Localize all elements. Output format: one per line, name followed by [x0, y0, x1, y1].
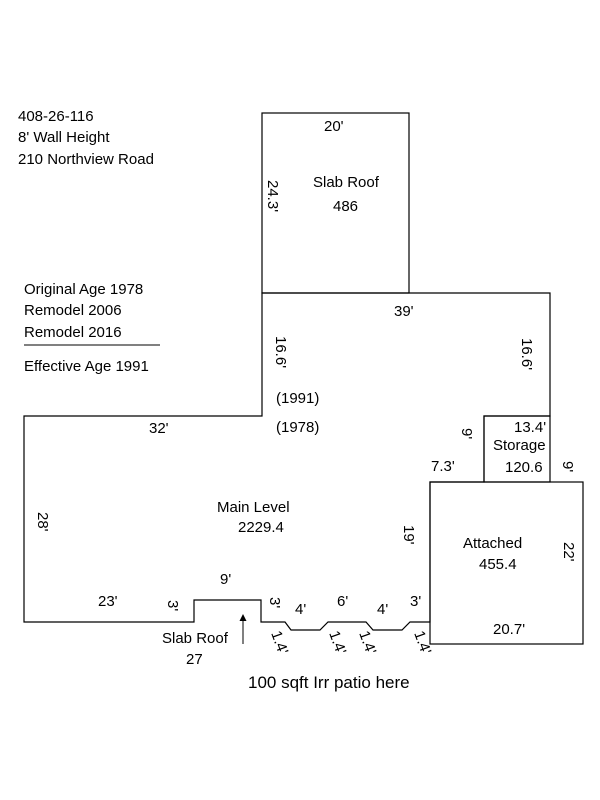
main-left-depth: 28' [34, 512, 51, 532]
slab-roof-width: 20' [324, 118, 344, 135]
notch-diagonal-4: 1.4' [410, 629, 434, 657]
main-right-depth: 19' [400, 525, 417, 545]
patio-note: 100 sqft Irr patio here [248, 673, 410, 692]
parcel-number: 408-26-116 [18, 108, 94, 125]
storage-right-depth: 9' [559, 461, 576, 472]
remodel-2006: Remodel 2006 [24, 302, 122, 319]
wall-height: 8' Wall Height [18, 129, 110, 146]
effective-age: Effective Age 1991 [24, 358, 149, 375]
slab-roof-area: 486 [333, 198, 358, 215]
addition-left-depth: 16.6' [272, 336, 289, 368]
notch-segment-3: 4' [377, 601, 388, 618]
small-slab-area: 27 [186, 651, 203, 668]
main-top-width: 32' [149, 420, 169, 437]
small-slab-left-depth: 3' [164, 600, 181, 611]
addition-right-depth: 16.6' [518, 338, 535, 370]
notch-diagonal-3: 1.4' [355, 629, 379, 657]
remodel-2016: Remodel 2016 [24, 324, 122, 341]
slab-roof-name: Slab Roof [313, 174, 380, 191]
main-bottom-left: 23' [98, 593, 118, 610]
attached-outline [429, 481, 584, 645]
small-slab-width: 9' [220, 571, 231, 588]
small-slab-name: Slab Roof [162, 630, 229, 647]
storage-area: 120.6 [505, 459, 543, 476]
storage-width: 13.4' [514, 419, 546, 436]
notch-segment-4: 3' [410, 593, 421, 610]
storage-name: Storage [493, 437, 546, 454]
small-slab-right-depth: 3' [266, 597, 283, 608]
notch-segment-1: 4' [295, 601, 306, 618]
addition-width: 39' [394, 303, 414, 320]
addition-year: (1991) [276, 390, 319, 407]
notch-diagonal-2: 1.4' [325, 629, 349, 657]
main-level-area: 2229.4 [238, 519, 284, 536]
attached-width: 20.7' [493, 621, 525, 638]
main-level-name: Main Level [217, 499, 290, 516]
original-age: Original Age 1978 [24, 281, 143, 298]
attached-depth: 22' [560, 542, 577, 562]
slab-roof-depth: 24.3' [264, 180, 281, 212]
storage-left-depth: 9' [458, 428, 475, 439]
main-step-width: 7.3' [431, 458, 455, 475]
notch-segment-2: 6' [337, 593, 348, 610]
address: 210 Northview Road [18, 151, 154, 168]
attached-name: Attached [463, 535, 522, 552]
arrow-up-icon [239, 614, 247, 621]
main-year: (1978) [276, 419, 319, 436]
notch-diagonal-1: 1.4' [267, 629, 291, 657]
attached-area: 455.4 [479, 556, 517, 573]
